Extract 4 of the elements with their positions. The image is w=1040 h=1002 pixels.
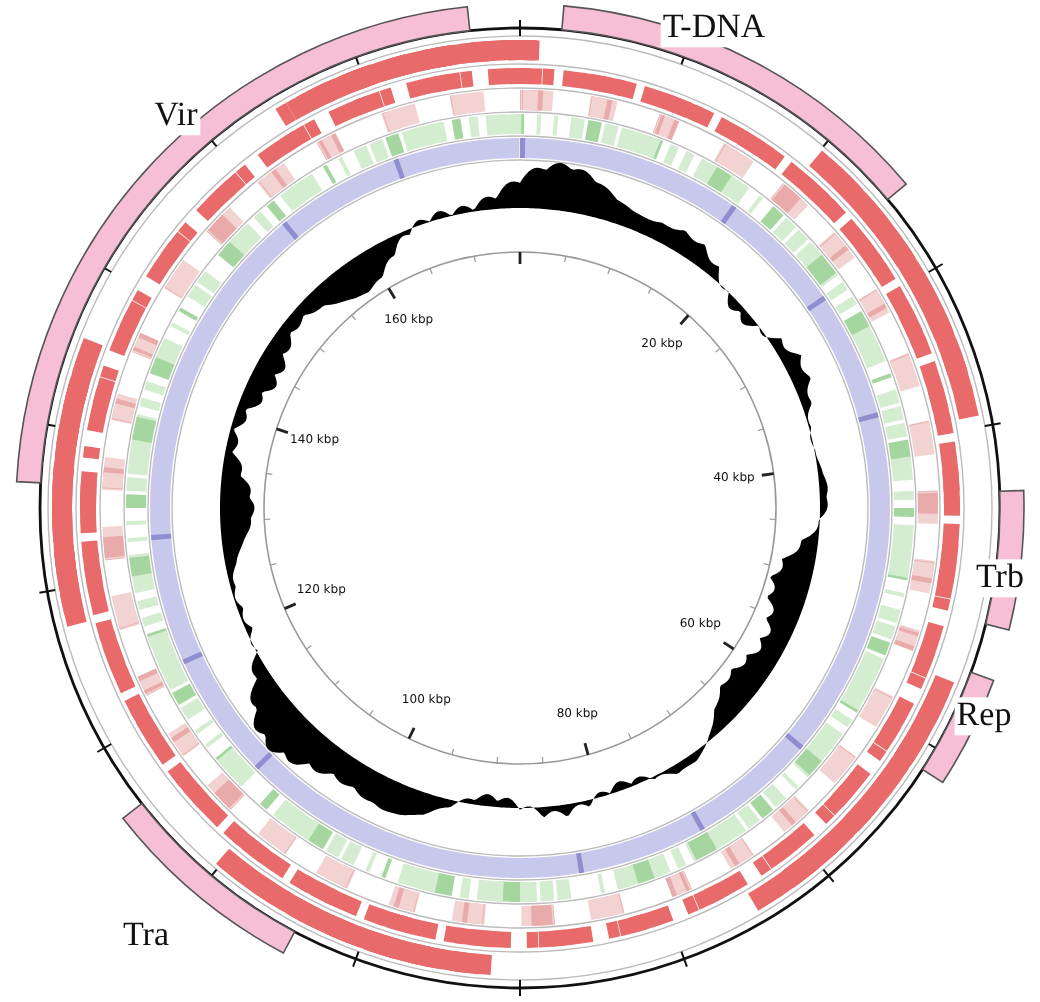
region-label: T-DNA — [660, 9, 768, 47]
region-label: Rep — [954, 697, 1014, 735]
region-label: Trb — [974, 559, 1026, 597]
region-label: Vir — [152, 97, 200, 135]
